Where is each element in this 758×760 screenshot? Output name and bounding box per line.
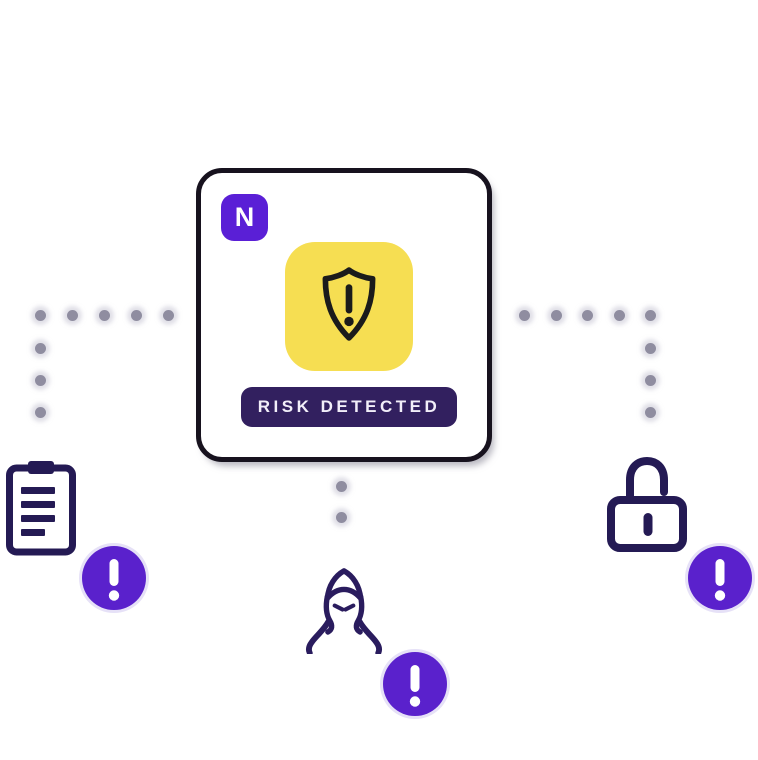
connector-dot <box>131 310 142 321</box>
risk-detected-badge: RISK DETECTED <box>241 387 457 427</box>
connector-dot <box>645 310 656 321</box>
connector-dot <box>163 310 174 321</box>
connector-dot <box>336 512 347 523</box>
connector-dot <box>582 310 593 321</box>
connector-dot <box>67 310 78 321</box>
alert-tile <box>285 242 413 371</box>
exclamation-circle-icon <box>383 652 447 716</box>
connector-dot <box>614 310 625 321</box>
shield-exclamation-icon <box>316 266 382 347</box>
hacker-hood-icon <box>300 566 388 659</box>
connector-dot <box>35 375 46 386</box>
connector-dot <box>551 310 562 321</box>
risk-card: N RISK DETECTED <box>196 168 492 462</box>
unlocked-padlock-icon <box>606 456 690 557</box>
risk-detected-label: RISK DETECTED <box>257 397 441 416</box>
clipboard-report-icon <box>6 461 76 561</box>
connector-dot <box>35 343 46 354</box>
n-logo: N <box>221 194 268 241</box>
exclamation-circle-icon <box>82 546 146 610</box>
connector-dot <box>519 310 530 321</box>
connector-dot <box>99 310 110 321</box>
connector-dot <box>645 375 656 386</box>
connector-dot <box>645 407 656 418</box>
connector-dot <box>645 343 656 354</box>
connector-dot <box>35 407 46 418</box>
n-logo-letter: N <box>234 202 255 232</box>
connector-dot <box>35 310 46 321</box>
exclamation-circle-icon <box>688 546 752 610</box>
connector-dot <box>336 481 347 492</box>
